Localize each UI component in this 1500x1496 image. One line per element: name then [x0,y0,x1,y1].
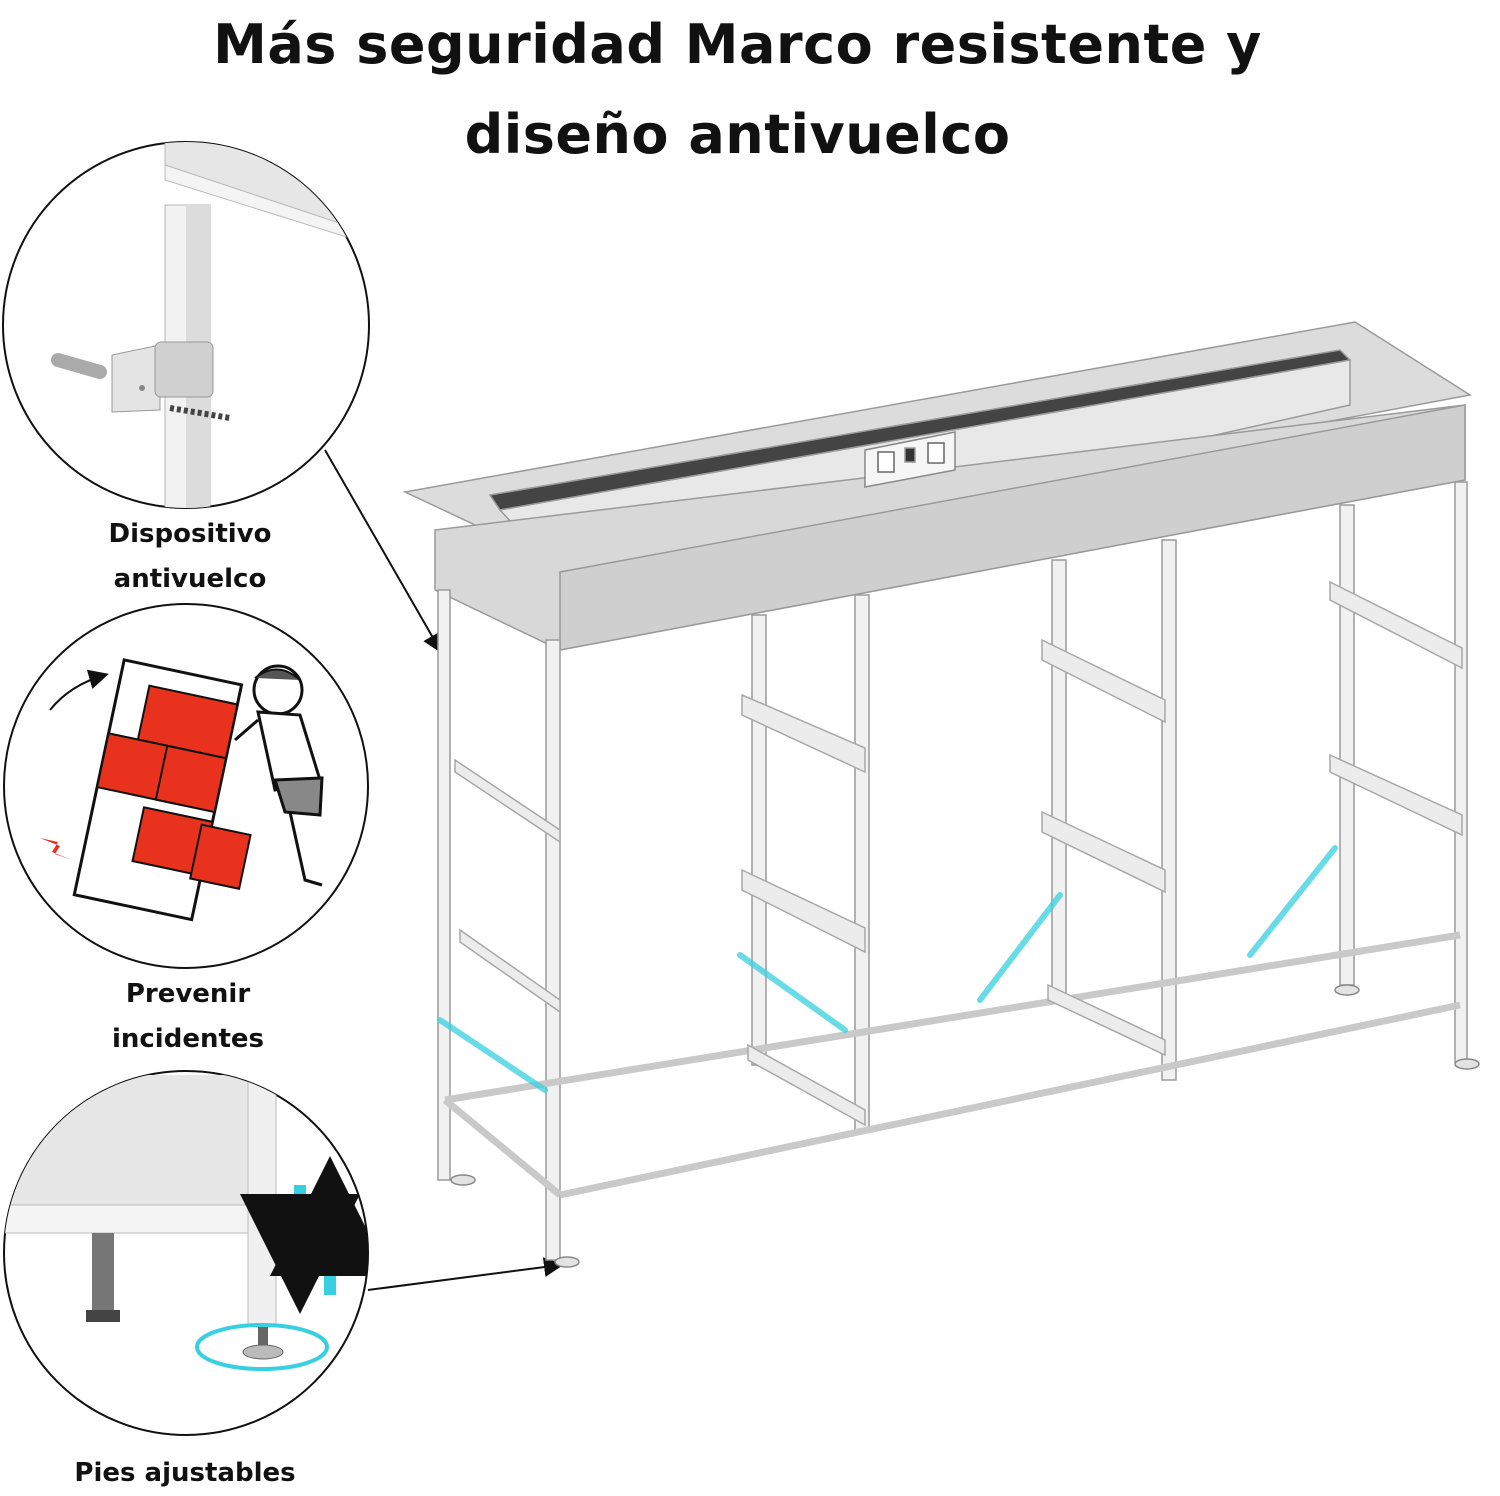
callout-label-anti-tip-line-1: Dispositivo [108,519,272,549]
callout-label-anti-tip: Dispositivo antivuelco [40,512,340,602]
callout-label-feet: Pies ajustables [25,1451,345,1496]
title-line-2: diseño antivuelco [464,103,1011,166]
feet-pointer-arrow [367,1257,564,1291]
callout-label-anti-tip-line-2: antivuelco [113,564,267,594]
callout-label-prevent-line-2: incidentes [111,1024,265,1054]
power-outlet-strip [864,431,956,488]
adjustable-feet-circle [3,1070,369,1436]
slide-glow-highlights [437,845,1338,1093]
callout-label-feet-line-1: Pies ajustables [74,1458,296,1488]
adjustable-foot-icon [195,1323,329,1371]
anti-tip-bracket-icon [51,341,231,421]
title-line-1: Más seguridad Marco resistente y [213,13,1262,76]
anti-tip-detail-circle [2,141,370,509]
callout-label-prevent: Prevenir incidentes [38,972,338,1062]
console-table [402,321,1480,1268]
child-climbing-icon [234,664,324,887]
anti-tip-pointer-arrow [324,449,442,654]
callout-label-prevent-line-1: Prevenir [125,979,251,1009]
page-title: Más seguridad Marco resistente y diseño … [0,0,1475,180]
impact-spark-icon [40,838,72,860]
prevent-incidents-circle [3,603,369,969]
